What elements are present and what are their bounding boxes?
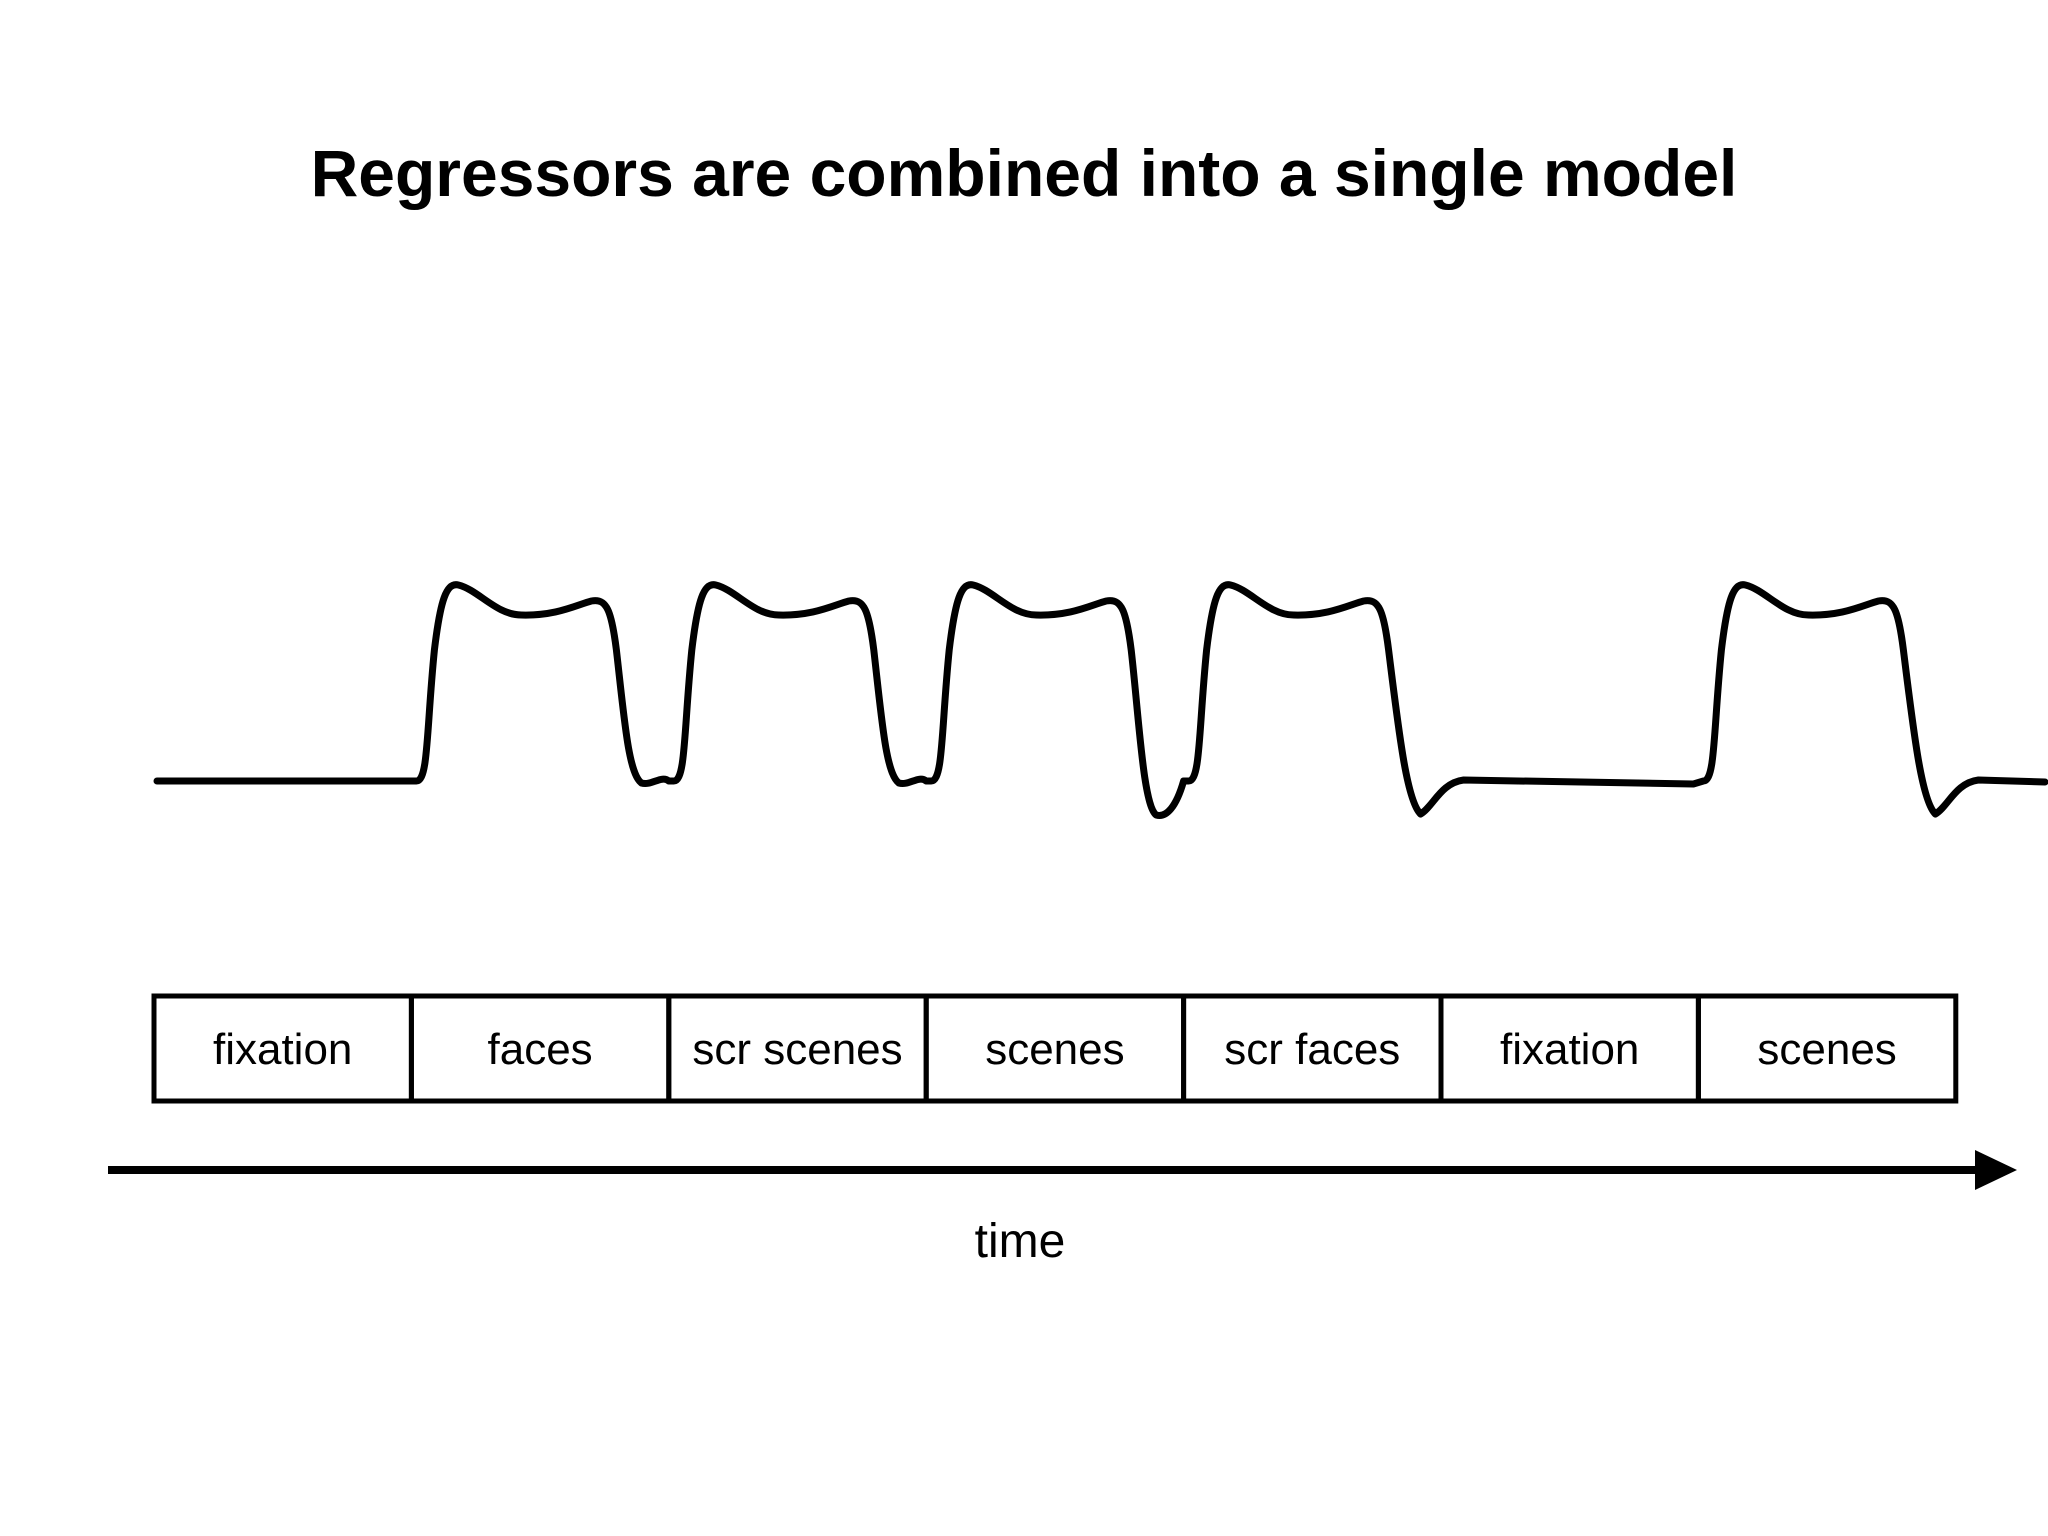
- block-label: scr scenes: [692, 1025, 902, 1074]
- block-label: fixation: [213, 1025, 352, 1074]
- block-cell: [1695, 993, 1959, 1104]
- time-axis-label: time: [975, 1215, 1066, 1268]
- block-label: faces: [488, 1025, 593, 1074]
- slide-title: Regressors are combined into a single mo…: [310, 136, 1738, 210]
- block-label: scenes: [1757, 1025, 1896, 1074]
- block-label: scenes: [985, 1025, 1124, 1074]
- block-row: fixation faces scr scenes scenes scr faces fi…: [151, 993, 1959, 1104]
- block-label: fixation: [1500, 1025, 1639, 1074]
- arrow-head-icon: [1975, 1150, 2017, 1190]
- block-label: scr faces: [1224, 1025, 1400, 1074]
- combined-regressor-curve: [153, 581, 2048, 819]
- time-axis: time: [108, 1150, 2017, 1268]
